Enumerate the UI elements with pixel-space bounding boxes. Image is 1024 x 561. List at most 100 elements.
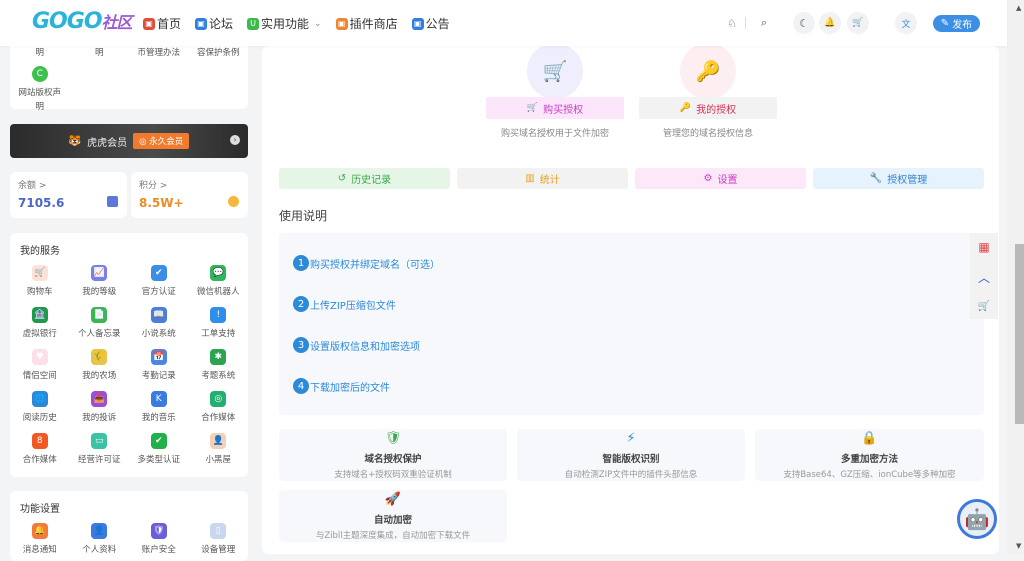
service-icon: ◎	[210, 391, 227, 407]
badge-icon[interactable]: ♘	[727, 16, 737, 30]
service-icon: 🛡	[150, 523, 167, 539]
service-icon: 📖	[150, 307, 167, 323]
service-icon: 👤	[210, 433, 227, 449]
doc-item[interactable]: 明	[35, 48, 44, 58]
bell-icon[interactable]: 🔔	[819, 12, 841, 34]
grid-item[interactable]: ▯设备管理	[189, 523, 249, 555]
grid-item[interactable]: 🏦虚拟银行	[10, 307, 70, 339]
settings-grid: 🔔消息通知👤个人资料🛡账户安全▯设备管理	[10, 523, 248, 559]
grid-item[interactable]: 📥我的投诉	[70, 391, 130, 423]
services-title: 我的服务	[20, 246, 60, 257]
tab-license-management[interactable]: 🔧授权管理	[813, 168, 984, 189]
service-icon: 📈	[91, 265, 108, 281]
my-services-card: 我的服务 🛒购物车📈我的等级✔官方认证💬微信机器人 🏦虚拟银行📄个人备忘录📖小说系…	[10, 233, 248, 477]
tab-settings[interactable]: ⚙设置	[635, 168, 806, 189]
grid-item[interactable]: 🌾我的农场	[70, 349, 130, 381]
grid-item[interactable]: !工单支持	[189, 307, 249, 339]
grid-item[interactable]: 👤个人资料	[70, 523, 130, 555]
grid-item[interactable]: 👤小黑屋	[189, 433, 249, 465]
qr-code-icon[interactable]: ▦	[978, 240, 990, 255]
grid-item[interactable]: 📄个人备忘录	[70, 307, 130, 339]
page-scrollbar[interactable]: ▲ ▼	[1007, 0, 1024, 554]
nav-announcement[interactable]: ▣公告	[411, 15, 450, 32]
vip-banner[interactable]: 🐯 虎虎会员 ◎ 永久会员 ›	[10, 124, 248, 158]
service-icon: 💬	[210, 265, 227, 281]
nav-forum[interactable]: ▣论坛	[195, 15, 233, 32]
cart-icon: 🛒	[526, 103, 539, 113]
buy-license-button[interactable]: 🛒购买授权	[486, 97, 624, 119]
lightning-icon: ⚡	[626, 430, 636, 446]
back-to-top-icon[interactable]: ︿	[977, 270, 990, 285]
my-license-button[interactable]: 🔑我的授权	[639, 97, 777, 119]
cart-icon: 🛒	[527, 43, 583, 99]
chevron-down-icon: ⌄	[314, 18, 322, 29]
forum-icon: ▣	[195, 17, 208, 30]
grid-item[interactable]: ◎合作媒体	[189, 391, 249, 423]
search-icon[interactable]: ⌕	[760, 16, 768, 29]
grid-item[interactable]: 🔔消息通知	[10, 523, 70, 555]
arrow-right-icon: ›	[230, 135, 240, 145]
service-icon: 🌐	[31, 391, 48, 407]
service-icon: 🔔	[31, 523, 48, 539]
translate-icon[interactable]: 文	[895, 12, 917, 34]
grid-item[interactable]: 🌐阅读历史	[10, 391, 70, 423]
pen-icon: ✎	[940, 18, 950, 29]
cart-icon[interactable]: 🛒	[847, 12, 869, 34]
grid-item[interactable]: ✔官方认证	[129, 265, 189, 297]
service-icon: ▯	[210, 523, 227, 539]
settings-card: 功能设置 🔔消息通知👤个人资料🛡账户安全▯设备管理	[10, 491, 248, 561]
moon-icon[interactable]: ☾	[793, 12, 815, 34]
cart-icon[interactable]: 🛒	[977, 300, 991, 312]
grid-item[interactable]: 📖小说系统	[129, 307, 189, 339]
copyright-icon: C	[31, 66, 48, 82]
site-logo[interactable]: GOGO社区	[32, 9, 133, 34]
grid-item[interactable]: 🛡账户安全	[129, 523, 189, 555]
ai-assistant-button[interactable]: 🤖	[957, 499, 997, 539]
grid-item[interactable]: 📅考勤记录	[129, 349, 189, 381]
scroll-down-arrow[interactable]: ▼	[1016, 542, 1022, 550]
doc-item[interactable]: 币管理办法	[137, 48, 180, 58]
service-icon: !	[210, 307, 227, 323]
balance-card[interactable]: 余额 > 7105.6	[10, 172, 127, 218]
floating-toolbar: ▦ ︿ 🛒	[970, 233, 998, 319]
grid-item[interactable]: ▭经营许可证	[70, 433, 130, 465]
grid-item[interactable]: 📈我的等级	[70, 265, 130, 297]
grid-item[interactable]: ✔多类型认证	[129, 433, 189, 465]
scroll-up-arrow[interactable]: ▲	[1016, 4, 1022, 12]
home-icon: ▣	[143, 17, 155, 30]
grid-item[interactable]: ✱考题系统	[189, 349, 249, 381]
service-icon: ♥	[31, 349, 48, 365]
divider	[745, 17, 746, 29]
history-icon: ↺	[337, 173, 347, 184]
copyright-statement-item[interactable]: C 网站版权声明	[10, 66, 70, 114]
robot-icon: 🤖	[964, 507, 990, 531]
publish-button[interactable]: ✎发布	[933, 15, 980, 32]
grid-item[interactable]: 🛒购物车	[10, 265, 70, 297]
service-icon: 🛒	[31, 265, 48, 281]
service-icon: 🏦	[31, 307, 48, 323]
key-icon: 🔑	[679, 103, 692, 113]
scroll-thumb[interactable]	[1015, 244, 1024, 424]
doc-item[interactable]: 容保护条例	[196, 48, 240, 58]
rocket-icon: 🚀	[384, 491, 402, 507]
points-card[interactable]: 积分 > 8.5W+	[131, 172, 248, 218]
lock-icon: 🔒	[861, 430, 878, 446]
nav-plugin-store[interactable]: ▣插件商店	[335, 15, 398, 32]
doc-item[interactable]: 明	[94, 48, 104, 58]
grid-item[interactable]: 💬微信机器人	[189, 265, 249, 297]
nav-home[interactable]: ▣首页	[143, 15, 181, 32]
wrench-icon: 🔧	[869, 173, 883, 184]
service-icon: 8	[31, 433, 48, 449]
service-icon: ▭	[91, 433, 108, 449]
wallet-icon	[107, 196, 118, 207]
tab-statistics[interactable]: ▥统计	[457, 168, 628, 189]
grid-item[interactable]: ♥情侣空间	[10, 349, 70, 381]
tab-history[interactable]: ↺历史记录	[279, 168, 450, 189]
